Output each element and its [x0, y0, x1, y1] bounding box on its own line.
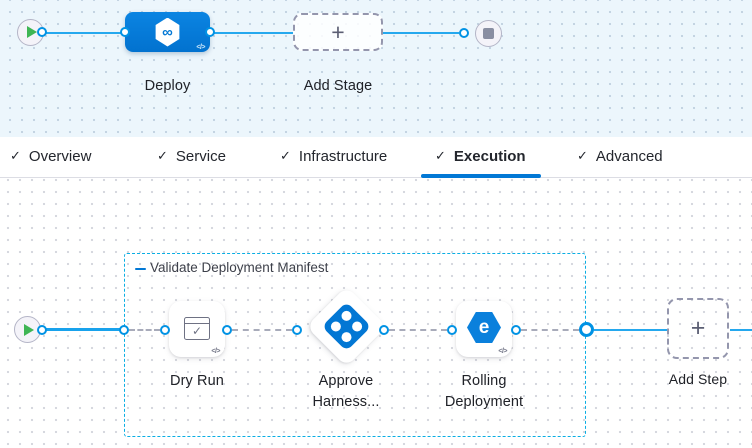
- tab-overview[interactable]: ✓ Overview: [10, 137, 91, 175]
- plus-icon: +: [331, 18, 345, 45]
- tab-label: Infrastructure: [298, 147, 388, 165]
- connector-line: [594, 328, 667, 331]
- check-icon: ✓: [577, 148, 588, 163]
- connector-line-dashed: [389, 328, 447, 331]
- connector-port[interactable]: [292, 324, 302, 335]
- active-tab-underline: [421, 174, 541, 178]
- connector-line: [383, 32, 459, 34]
- step-node-dry-run[interactable]: ✓ </>: [169, 301, 225, 357]
- connector-port[interactable]: [205, 27, 215, 37]
- execution-start-node[interactable]: [14, 316, 41, 343]
- connector-port[interactable]: [447, 324, 457, 335]
- connector-port[interactable]: [222, 324, 232, 335]
- play-icon: [27, 26, 37, 38]
- stage-label: Deploy: [144, 78, 191, 94]
- tab-execution[interactable]: ✓ Execution: [435, 137, 526, 175]
- step-group-label[interactable]: Validate Deployment Manifest: [150, 260, 329, 275]
- stage-node-deploy[interactable]: ∞ </>: [125, 12, 210, 52]
- approval-dot: [339, 308, 354, 323]
- check-icon: ✓: [280, 148, 291, 163]
- connector-line: [42, 328, 124, 331]
- stop-icon: [483, 27, 494, 39]
- connector-port[interactable]: [459, 28, 469, 38]
- add-step-label: Add Step: [668, 371, 728, 387]
- approval-dot: [328, 319, 343, 334]
- icon-window-bar: [185, 322, 209, 324]
- connector-line: [42, 31, 125, 34]
- step-label-dry-run: Dry Run: [170, 373, 224, 389]
- check-icon: ✓: [435, 148, 446, 163]
- tab-label: Overview: [28, 147, 92, 165]
- stage-config-tabbar: [0, 137, 752, 178]
- connector-line-dashed: [232, 328, 292, 331]
- connector-line-dashed: [129, 328, 160, 331]
- pipeline-end-node[interactable]: [475, 19, 502, 47]
- connector-port-group-exit[interactable]: [579, 322, 594, 337]
- stage-yaml-code-icon[interactable]: </>: [196, 44, 205, 51]
- connector-line: [210, 31, 293, 34]
- tab-service[interactable]: ✓ Service: [157, 137, 226, 175]
- add-stage-button[interactable]: +: [293, 13, 383, 51]
- approval-dot: [339, 330, 354, 345]
- step-yaml-code-icon[interactable]: </>: [498, 348, 507, 355]
- connector-line-dashed: [521, 328, 579, 331]
- connector-port[interactable]: [119, 324, 129, 335]
- infinity-glyph: ∞: [162, 23, 173, 41]
- add-stage-label: Add Stage: [303, 78, 373, 94]
- connector-port[interactable]: [37, 27, 47, 37]
- execution-canvas: [0, 178, 752, 448]
- plus-icon: +: [690, 314, 706, 342]
- step-group-container[interactable]: [124, 253, 586, 437]
- collapse-group-icon[interactable]: [135, 267, 146, 270]
- icon-checkmark: ✓: [191, 323, 203, 338]
- rolling-deployment-icon: e: [467, 312, 501, 343]
- connector-port[interactable]: [37, 324, 47, 335]
- connector-port[interactable]: [379, 324, 389, 335]
- check-icon: ✓: [10, 148, 21, 163]
- connector-port[interactable]: [511, 324, 521, 335]
- tab-label: Advanced: [595, 147, 663, 165]
- harness-pipeline-icon: ∞: [155, 17, 180, 47]
- play-icon: [24, 323, 34, 336]
- add-step-button[interactable]: +: [667, 298, 729, 359]
- step-label-rolling-deployment: Rolling Deployment: [444, 373, 524, 410]
- dry-run-icon: ✓: [184, 317, 210, 340]
- approval-dot: [350, 319, 365, 334]
- tab-advanced[interactable]: ✓ Advanced: [577, 137, 663, 175]
- connector-port[interactable]: [120, 27, 130, 37]
- step-label-approve: Approve Harness...: [312, 373, 380, 410]
- connector-line: [730, 328, 752, 331]
- connector-port[interactable]: [160, 324, 170, 335]
- tab-infrastructure[interactable]: ✓ Infrastructure: [280, 137, 387, 175]
- step-node-rolling-deployment[interactable]: e </>: [456, 301, 512, 357]
- check-icon: ✓: [157, 148, 168, 163]
- step-yaml-code-icon[interactable]: </>: [211, 348, 220, 355]
- tab-label: Execution: [453, 147, 526, 165]
- tab-label: Service: [175, 147, 226, 165]
- rolling-glyph: e: [478, 316, 490, 338]
